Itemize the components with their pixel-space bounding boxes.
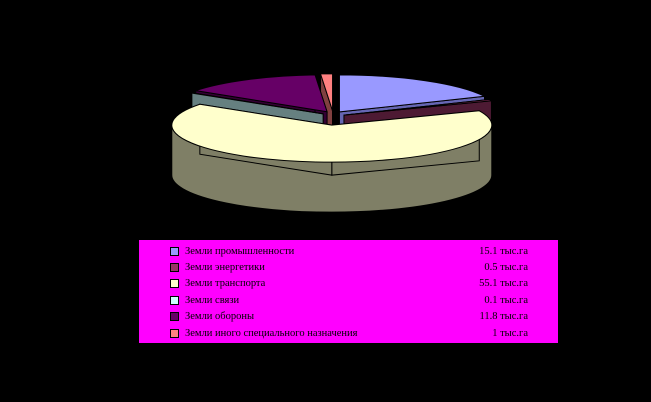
legend-label: Земли энергетики — [185, 262, 265, 274]
pie-slice-top — [195, 74, 328, 113]
legend-swatch — [170, 263, 179, 273]
legend-value: 0.5 тыс.га — [484, 262, 528, 274]
pie-chart — [171, 73, 494, 213]
legend-item: Земли обороны 11.8 тыс.га — [170, 309, 528, 325]
legend-item: Земли связи 0.1 тыс.га — [170, 292, 528, 308]
pie-slices — [171, 73, 494, 213]
pie-slice-top — [319, 73, 334, 111]
legend-value: 0.1 тыс.га — [484, 294, 528, 306]
legend-item: Земли энергетики 0.5 тыс.га — [170, 259, 528, 275]
legend-swatch — [170, 279, 179, 289]
legend-label: Земли промышленности — [185, 245, 295, 257]
legend-swatch — [170, 312, 179, 322]
legend-label: Земли связи — [185, 294, 240, 306]
legend-label: Земли транспорта — [185, 278, 266, 290]
pie-slice — [171, 103, 493, 213]
legend-value: 55.1 тыс.га — [479, 278, 528, 290]
legend-value: 15.1 тыс.га — [479, 245, 528, 257]
legend-item: Земли иного специального назначения 1 тыс… — [170, 325, 528, 341]
legend-label: Земли иного специального назначения — [185, 327, 358, 339]
legend-swatch — [170, 295, 179, 305]
pie-slice-top — [343, 98, 494, 116]
legend-item: Земли транспорта 55.1 тыс.га — [170, 276, 528, 292]
legend-value: 1 тыс.га — [492, 327, 528, 339]
legend-item: Земли промышленности 15.1 тыс.га — [170, 243, 528, 259]
pie-slice-top — [191, 92, 324, 115]
legend-value: 11.8 тыс.га — [479, 311, 528, 323]
pie-slice-top — [171, 103, 493, 163]
legend-swatch — [170, 328, 179, 338]
legend-swatch — [170, 246, 179, 256]
pie-slice-top — [338, 74, 487, 113]
legend-label: Земли обороны — [185, 311, 255, 323]
